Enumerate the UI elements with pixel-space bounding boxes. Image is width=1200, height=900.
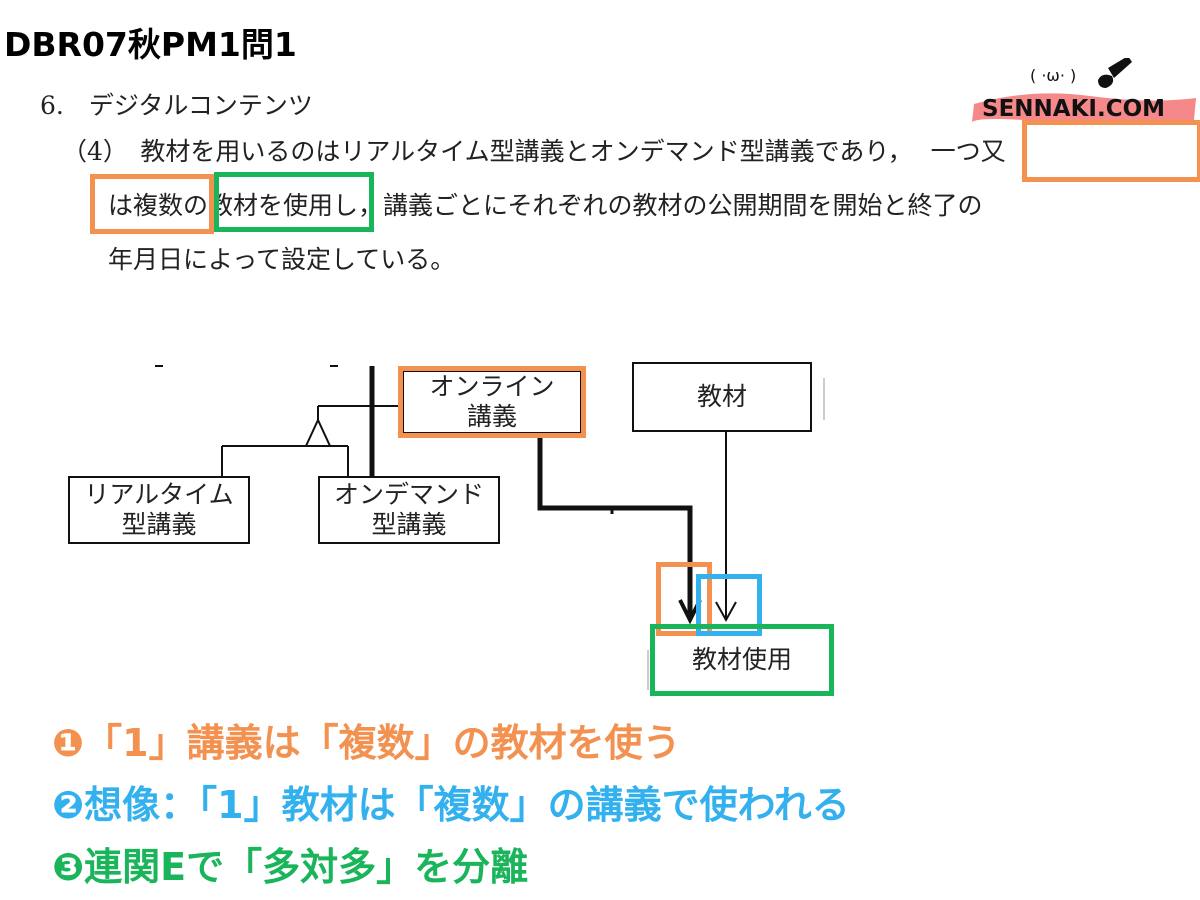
highlight-lecture-multiplicity xyxy=(656,562,712,636)
note-1: ❶「1」講義は「複数」の教材を使う xyxy=(52,721,681,765)
doc-line-4: 年月日によって設定している。 xyxy=(108,245,456,274)
highlight-material-usage xyxy=(650,624,834,696)
doc-line-2-prefix: （4） 教材を用いるのはリアルタイム型講義とオンデマンド型講義であり， xyxy=(62,137,913,166)
doc-line-2-highlight: 一つ又 xyxy=(930,137,1006,166)
entity-online-lecture: オンライン 講義 xyxy=(402,370,582,434)
highlight-online-lecture xyxy=(398,366,586,438)
doc-line-3: は複数の教材を使用し，講義ごとにそれぞれの教材の公開期間を開始と終了の xyxy=(108,186,983,222)
highlight-one-or xyxy=(1022,120,1200,182)
entity-label: 講義 xyxy=(466,402,517,431)
entity-label: リアルタイム xyxy=(84,480,234,509)
page-title: DBR07秋PM1問1 xyxy=(4,25,297,64)
logo-text: SENNAKI.COM xyxy=(982,96,1166,122)
highlight-material-multiplicity xyxy=(696,574,762,636)
many-arrow-head-material xyxy=(715,601,737,623)
site-logo: ( ·ω· ) SENNAKI.COM xyxy=(970,58,1200,128)
brush-icon xyxy=(1098,58,1132,88)
doc-line-1: 6. デジタルコンテンツ xyxy=(40,91,313,120)
note-2: ❷想像：「1」教材は「複数」の講義で使われる xyxy=(52,783,850,827)
entity-ondemand-lecture: オンデマンド 型講義 xyxy=(318,476,500,544)
highlight-use-material xyxy=(214,172,374,232)
highlight-multiple xyxy=(90,174,214,234)
entity-realtime-lecture: リアルタイム 型講義 xyxy=(68,476,250,544)
doc-line-3-part2: 教材を使用 xyxy=(208,191,334,220)
entity-label: オンライン xyxy=(429,372,555,401)
entity-material-usage: 教材使用 xyxy=(652,628,832,692)
entity-label: オンデマンド xyxy=(333,480,484,509)
entity-material: 教材 xyxy=(632,362,812,432)
entity-label: 教材使用 xyxy=(691,645,792,674)
logo-face: ( ·ω· ) xyxy=(1030,66,1077,85)
doc-line-3-part1: は複数の xyxy=(108,191,209,220)
subtype-triangle xyxy=(304,417,332,447)
entity-label: 型講義 xyxy=(121,510,197,539)
note-3: ❸連関Eで「多対多」を分離 xyxy=(52,845,529,889)
doc-line-3-part3: し，講義ごとにそれぞれの教材の公開期間を開始と終了の xyxy=(333,191,983,220)
entity-label: 教材 xyxy=(696,382,747,411)
doc-line-2: （4） 教材を用いるのはリアルタイム型講義とオンデマンド型講義であり， 一つ又 xyxy=(62,132,1006,168)
logo-mark xyxy=(972,58,1196,125)
entity-label: 型講義 xyxy=(371,510,447,539)
